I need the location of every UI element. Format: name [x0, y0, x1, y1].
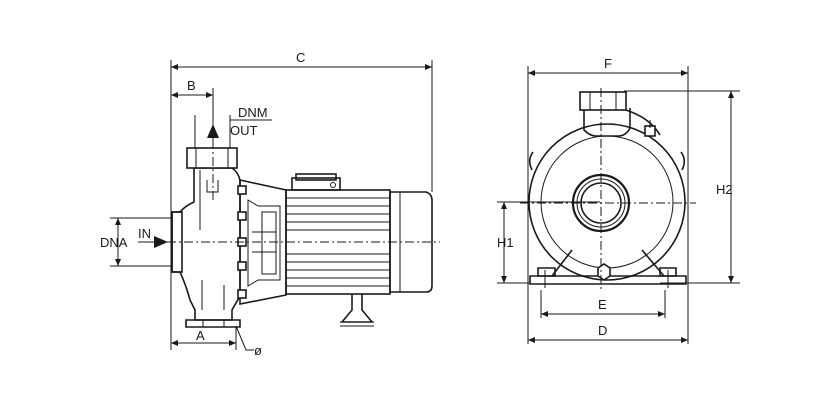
- dimension-label-b: B: [187, 78, 196, 93]
- dnm-label: DNM: [238, 105, 268, 120]
- pump-foot: [185, 319, 241, 328]
- dimension-label-d: D: [598, 323, 607, 338]
- front-view: F H2 H1 E D: [497, 56, 740, 344]
- dimension-label-c: C: [296, 50, 305, 65]
- front-outlet-nozzle: [583, 108, 631, 137]
- dimension-label-dna: DNA: [100, 235, 128, 250]
- dimension-label-h1: H1: [497, 235, 514, 250]
- dimension-label-a: A: [196, 328, 205, 343]
- outlet-flange: [186, 147, 238, 169]
- side-view: C B DNM OUT IN DNA A ø: [100, 50, 440, 358]
- bolt-hole-label: ø: [254, 343, 262, 358]
- motor-bracket: [239, 179, 287, 305]
- terminal-box: [291, 177, 341, 191]
- outlet-flow-arrow: [207, 124, 219, 138]
- out-label: OUT: [230, 123, 258, 138]
- front-casing-outer: [528, 123, 686, 281]
- drain-plug: [597, 263, 611, 281]
- dimension-label-h2: H2: [716, 182, 733, 197]
- in-label: IN: [138, 226, 151, 241]
- dimension-label-e: E: [598, 297, 607, 312]
- motor-cooling-fins: [286, 197, 390, 287]
- pump-casing: [171, 167, 241, 321]
- bolt-hole-leader: [235, 325, 254, 351]
- inlet-flow-arrow: [154, 236, 168, 248]
- motor-foot: [340, 294, 374, 323]
- front-inlet-port-inner: [580, 182, 622, 224]
- bracket-bolts: [237, 185, 247, 299]
- dimension-label-f: F: [604, 56, 612, 71]
- fan-cover: [389, 191, 433, 293]
- front-outlet-flange: [579, 91, 627, 111]
